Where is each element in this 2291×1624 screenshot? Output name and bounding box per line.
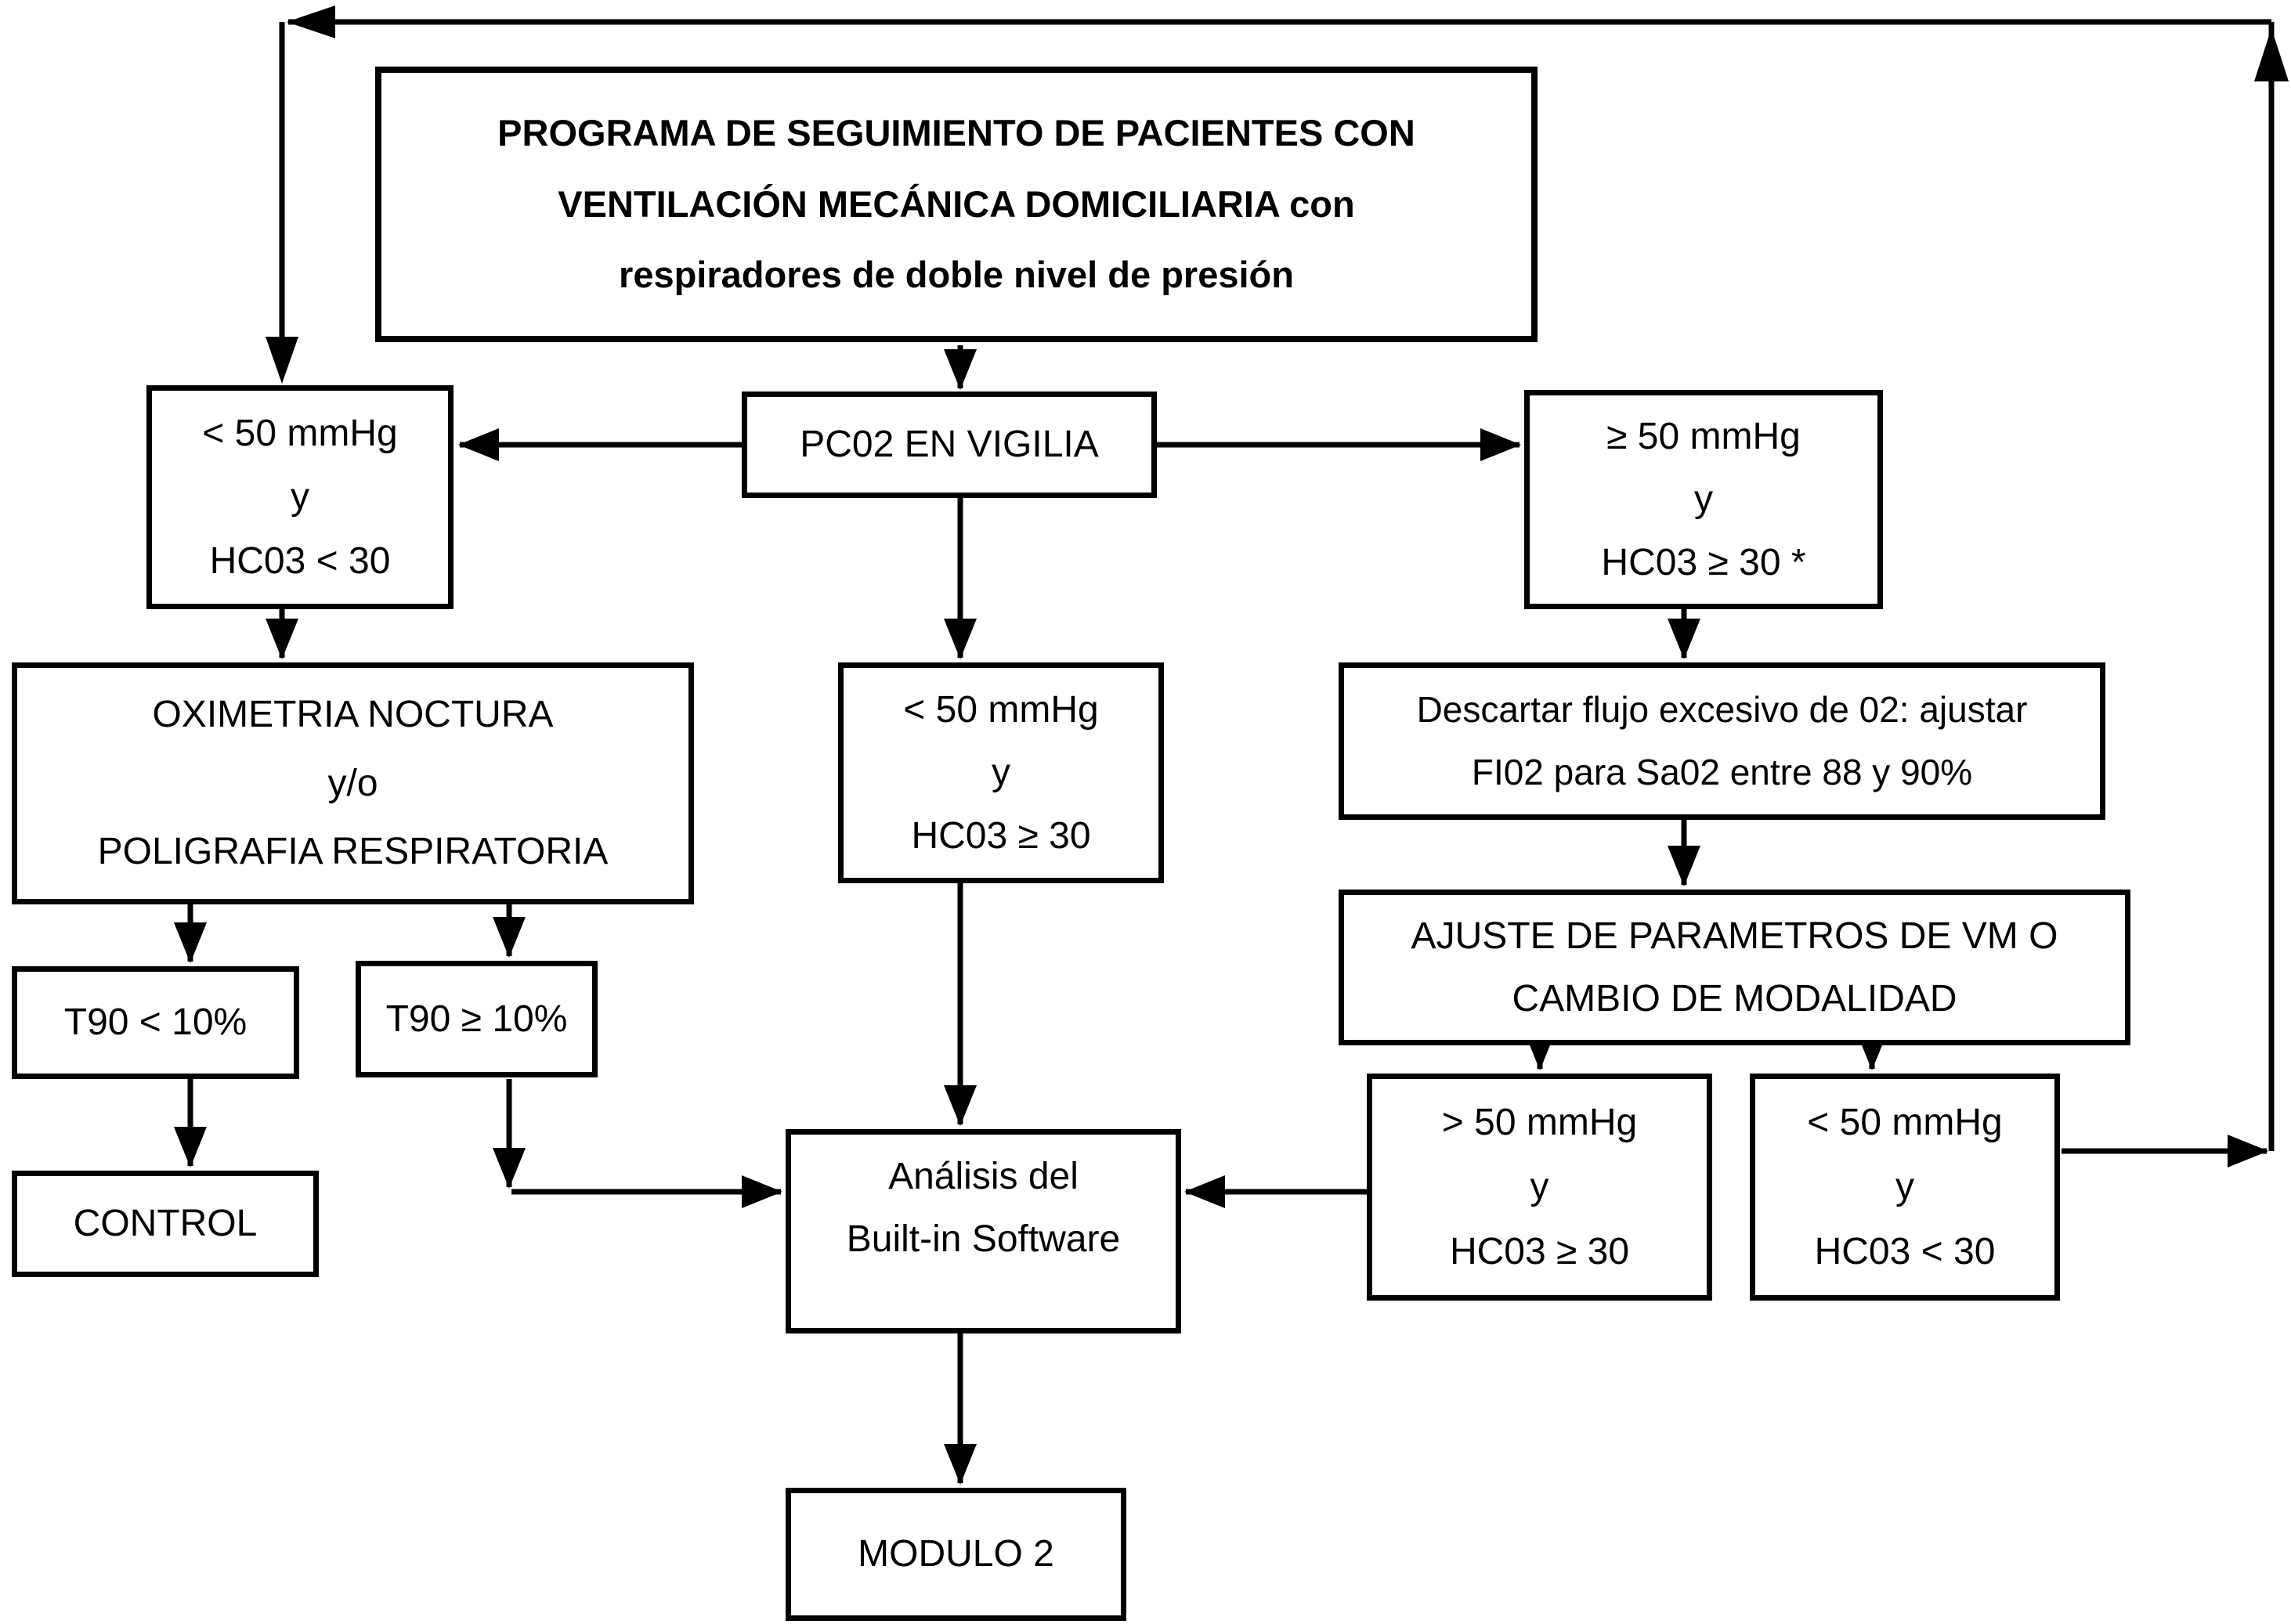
title-line: PROGRAMA DE SEGUIMIENTO DE PACIENTES CON	[497, 112, 1415, 154]
criteria-line: y	[1530, 1166, 1549, 1208]
node-line: OXIMETRIA NOCTURA	[152, 694, 554, 736]
node-line: CAMBIO DE MODALIDAD	[1512, 977, 1957, 1020]
title-box: PROGRAMA DE SEGUIMIENTO DE PACIENTES CON…	[375, 67, 1538, 342]
node-label: CONTROL	[73, 1203, 258, 1245]
loop-arrowhead-up	[2254, 28, 2289, 81]
node-line: FI02 para Sa02 entre 88 y 90%	[1471, 752, 1973, 793]
box-modulo-2: MODULO 2	[786, 1488, 1126, 1621]
loop-arrowhead-left	[287, 5, 335, 38]
criteria-line: HC03 ≥ 30 *	[1601, 541, 1806, 583]
box-left-criteria: < 50 mmHg y HC03 < 30	[146, 385, 454, 609]
criteria-line: < 50 mmHg	[202, 412, 398, 454]
node-line: y/o	[327, 762, 378, 804]
box-mayor50-criteria: > 50 mmHg y HC03 ≥ 30	[1367, 1074, 1712, 1301]
node-line: AJUSTE DE PARAMETROS DE VM O	[1411, 915, 2058, 957]
node-label: MODULO 2	[858, 1533, 1054, 1575]
node-label: T90 < 10%	[63, 1001, 248, 1044]
node-label: PC02 EN VIGILIA	[800, 424, 1099, 466]
criteria-line: y	[291, 476, 309, 518]
criteria-line: HC03 < 30	[1814, 1231, 1996, 1273]
box-oximetria: OXIMETRIA NOCTURA y/o POLIGRAFIA RESPIRA…	[12, 662, 694, 904]
loop-arrowhead-down	[266, 337, 298, 384]
criteria-line: < 50 mmHg	[903, 688, 1099, 731]
box-analisis-builtin-software: Análisis del Built-in Software	[786, 1129, 1181, 1333]
box-t90-menor-10: T90 < 10%	[12, 966, 299, 1079]
box-right-criteria: ≥ 50 mmHg y HC03 ≥ 30 *	[1524, 390, 1883, 609]
box-pco2-vigilia: PC02 EN VIGILIA	[742, 392, 1157, 498]
box-ajuste-parametros: AJUSTE DE PARAMETROS DE VM O CAMBIO DE M…	[1339, 890, 2130, 1045]
title-line: respiradores de doble nivel de presión	[619, 254, 1294, 296]
node-label: T90 ≥ 10%	[385, 998, 568, 1040]
criteria-line: > 50 mmHg	[1441, 1101, 1638, 1143]
criteria-line: y	[1895, 1166, 1914, 1208]
criteria-line: < 50 mmHg	[1807, 1101, 2003, 1143]
criteria-line: HC03 ≥ 30	[911, 815, 1091, 857]
box-descartar-flujo: Descartar flujo excesivo de 02: ajustar …	[1339, 662, 2105, 820]
criteria-line: HC03 ≥ 30	[1449, 1231, 1630, 1273]
node-line: POLIGRAFIA RESPIRATORIA	[97, 831, 609, 873]
title-line: VENTILACIÓN MECÁNICA DOMICILIARIA con	[558, 182, 1355, 225]
node-line: Análisis del	[888, 1155, 1079, 1197]
box-control: CONTROL	[12, 1171, 319, 1277]
criteria-line: y	[992, 752, 1010, 794]
node-line: Descartar flujo excesivo de 02: ajustar	[1416, 689, 2028, 731]
box-menor50-criteria: < 50 mmHg y HC03 < 30	[1750, 1074, 2060, 1301]
box-center-criteria: < 50 mmHg y HC03 ≥ 30	[838, 662, 1164, 883]
criteria-line: HC03 < 30	[209, 540, 391, 583]
node-line: Built-in Software	[846, 1218, 1121, 1261]
box-t90-mayor-10: T90 ≥ 10%	[356, 961, 598, 1077]
criteria-line: y	[1694, 478, 1713, 521]
criteria-line: ≥ 50 mmHg	[1606, 416, 1801, 458]
